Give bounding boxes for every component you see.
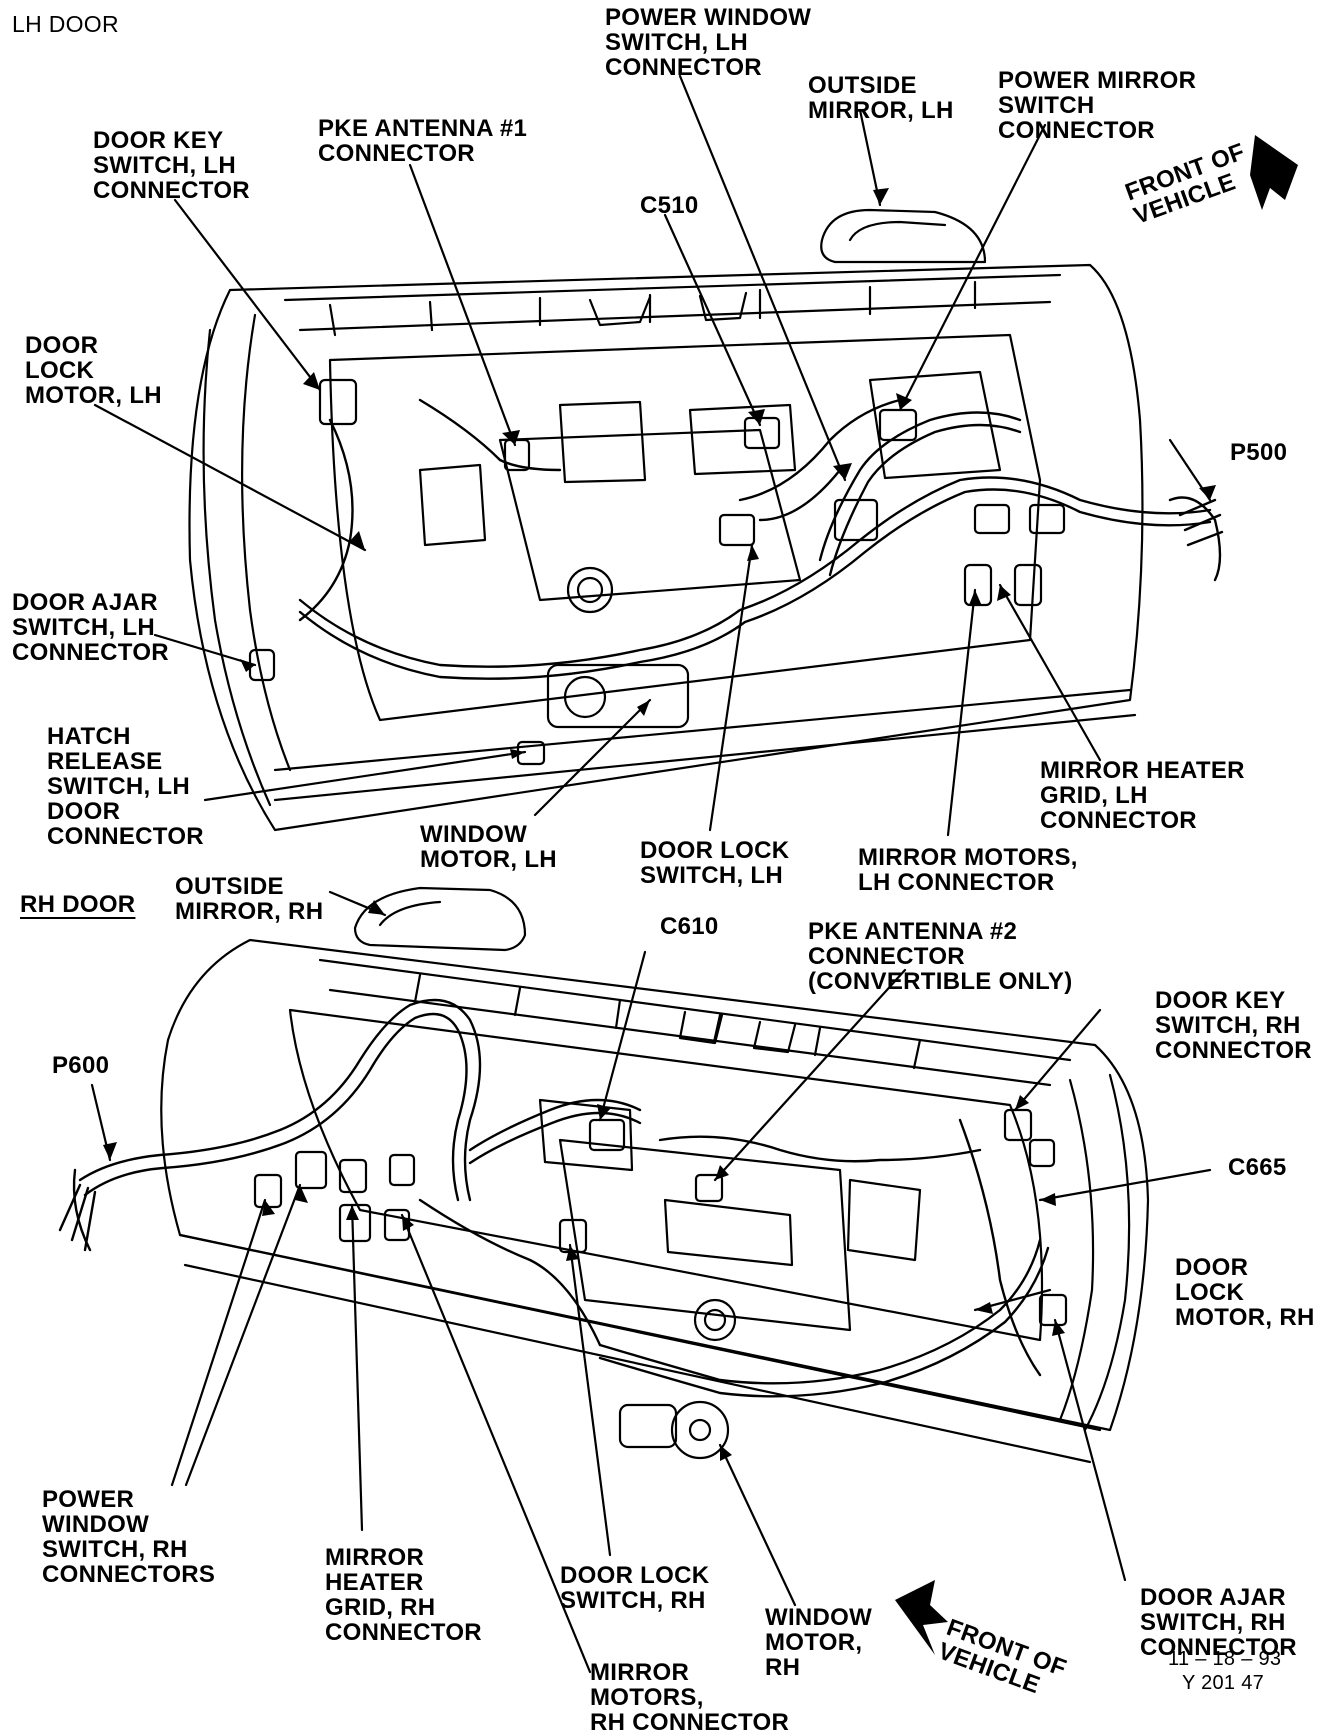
c610-shape: [588, 1118, 626, 1152]
rh-door-panel: [160, 938, 1150, 1464]
rh-arrowheads: [103, 900, 1065, 1461]
rh-outside-mirror-shape: [353, 886, 527, 952]
c510-label: C510: [640, 192, 699, 219]
lh-window-motor-shape: [546, 663, 690, 729]
c510-shape: [743, 416, 781, 450]
lh-power-mirror-switch-label: POWER MIRROR SWITCH CONNECTOR: [998, 67, 1197, 144]
rh-door-lock-motor-label: DOOR LOCK MOTOR, RH: [1175, 1254, 1315, 1331]
rh-mirror-motors-label: MIRROR MOTORS, RH CONNECTOR: [590, 1659, 790, 1736]
lh-door-lock-switch-label: DOOR LOCK SWITCH, LH: [640, 837, 790, 889]
lh-door-lock-motor-label: DOOR LOCK MOTOR, LH: [25, 332, 162, 409]
lh-outside-mirror-label: OUTSIDE MIRROR, LH: [808, 72, 954, 124]
lh-components: [248, 378, 1066, 766]
lh-leader-lines: [93, 74, 1212, 837]
rh-mirror-heater-grid-label: MIRROR HEATER GRID, RH CONNECTOR: [325, 1544, 482, 1646]
rh-outside-mirror-label: OUTSIDE MIRROR, RH: [175, 873, 324, 925]
rh-power-window-switches-label: POWER WINDOW SWITCH, RH CONNECTORS: [42, 1486, 216, 1588]
rh-door-key-switch-label: DOOR KEY SWITCH, RH CONNECTOR: [1155, 987, 1312, 1064]
rh-door-lock-switch-label: DOOR LOCK SWITCH, RH: [560, 1562, 710, 1614]
rh-front-arrow: [895, 1580, 948, 1655]
lh-window-motor-label: WINDOW MOTOR, LH: [420, 821, 557, 873]
lh-door-ajar-switch-label: DOOR AJAR SWITCH, LH CONNECTOR: [12, 589, 169, 666]
lh-pke-antenna-1-label: PKE ANTENNA #1 CONNECTOR: [318, 115, 528, 167]
lh-front-arrow: [1250, 135, 1298, 210]
lh-hatch-release-switch-label: HATCH RELEASE SWITCH, LH DOOR CONNECTOR: [47, 723, 204, 850]
figure-date: 11 – 18 – 93: [1168, 1648, 1282, 1670]
rh-leader-lines: [90, 890, 1212, 1674]
lh-mirror-motors-label: MIRROR MOTORS, LH CONNECTOR: [858, 844, 1078, 896]
lh-door-key-switch-label: DOOR KEY SWITCH, LH CONNECTOR: [93, 127, 250, 204]
p600-label: P600: [52, 1052, 110, 1079]
rh-door-ajar-switch-label: DOOR AJAR SWITCH, RH CONNECTOR: [1140, 1584, 1297, 1661]
rh-wiring-harness: [58, 998, 1050, 1398]
rh-door-title: RH DOOR: [20, 891, 136, 918]
rh-window-motor-label: WINDOW MOTOR, RH: [765, 1604, 873, 1681]
lh-wiring-harness: [298, 398, 1224, 680]
rh-window-motor-shape: [670, 1400, 730, 1460]
lh-power-window-switch-label: POWER WINDOW SWITCH, LH CONNECTOR: [605, 4, 812, 81]
lh-door-panel: [188, 263, 1144, 832]
c610-label: C610: [660, 913, 719, 940]
rh-components: [253, 1108, 1068, 1460]
lh-mirror-heater-grid-label: MIRROR HEATER GRID, LH CONNECTOR: [1040, 757, 1245, 834]
p500-label: P500: [1230, 439, 1288, 466]
c665-label: C665: [1228, 1154, 1287, 1181]
lh-outside-mirror-shape: [820, 208, 987, 264]
lh-arrowheads: [240, 188, 1216, 759]
rh-pke-antenna-2-label: PKE ANTENNA #2 CONNECTOR (CONVERTIBLE ON…: [808, 918, 1073, 995]
figure-id: Y 201 47: [1181, 1672, 1265, 1694]
lh-door-title: LH DOOR: [12, 11, 119, 37]
